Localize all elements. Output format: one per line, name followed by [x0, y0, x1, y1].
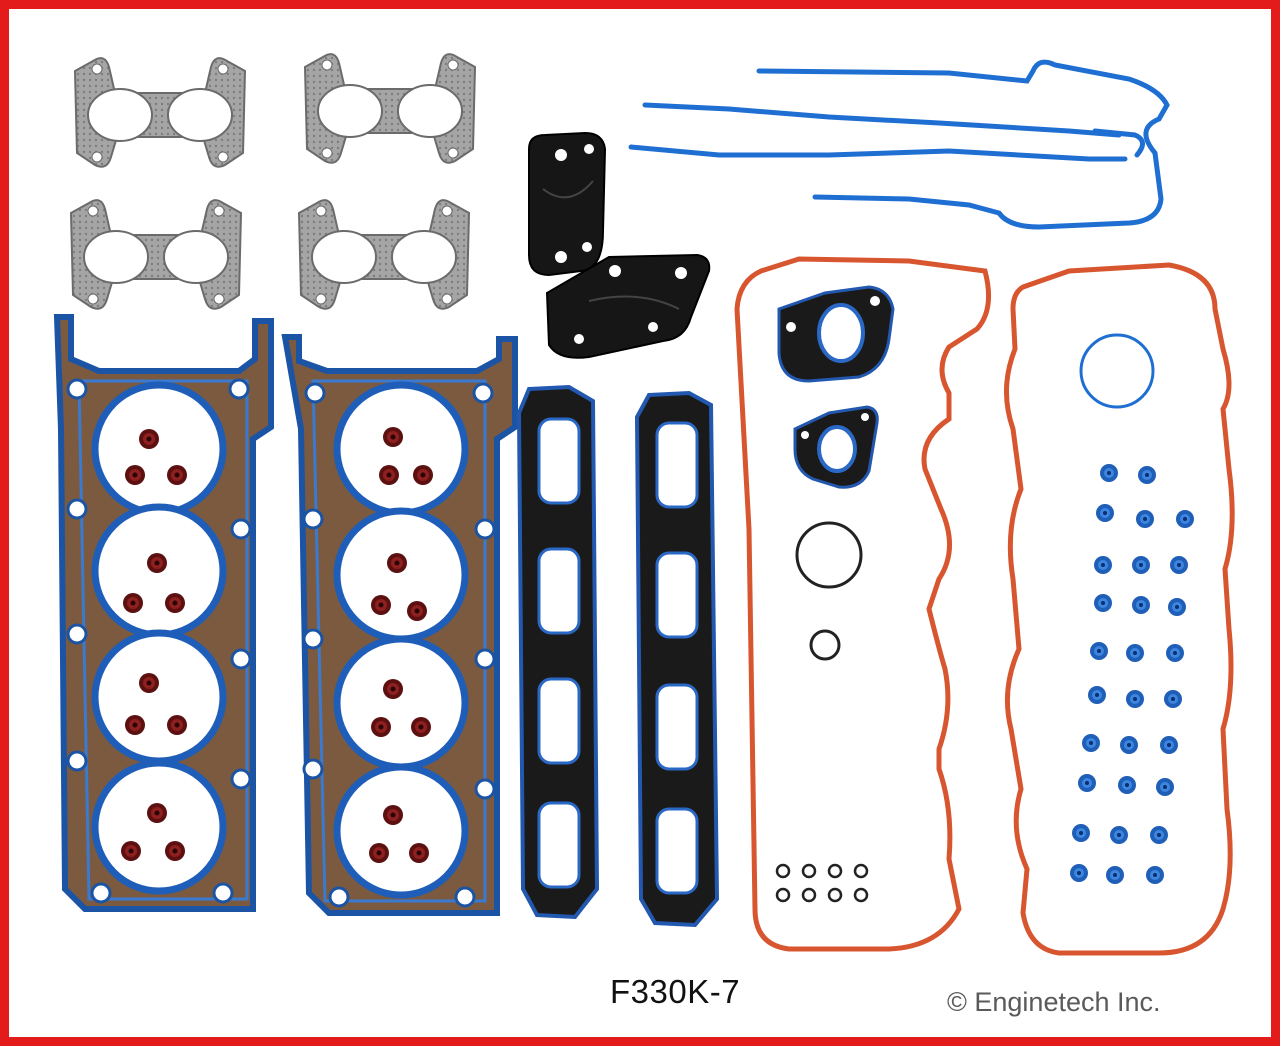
- cylinder-head-gaskets: [53, 314, 518, 916]
- spark-plug-tube-seals: [1070, 464, 1194, 884]
- valve-cover-gaskets: [734, 256, 1235, 956]
- copyright-label: © Enginetech Inc.: [947, 987, 1161, 1017]
- exhaust-manifold-gaskets: [70, 53, 476, 310]
- part-number-label: F330K-7: [610, 973, 741, 1010]
- intake-manifold-gaskets: [516, 384, 720, 928]
- o-rings: [775, 333, 1155, 903]
- water-outlet-gaskets: [777, 285, 895, 489]
- timing-cover-seals: [628, 59, 1170, 230]
- gasket-kit-photo: [53, 53, 1235, 956]
- spacer-plates: [528, 131, 711, 359]
